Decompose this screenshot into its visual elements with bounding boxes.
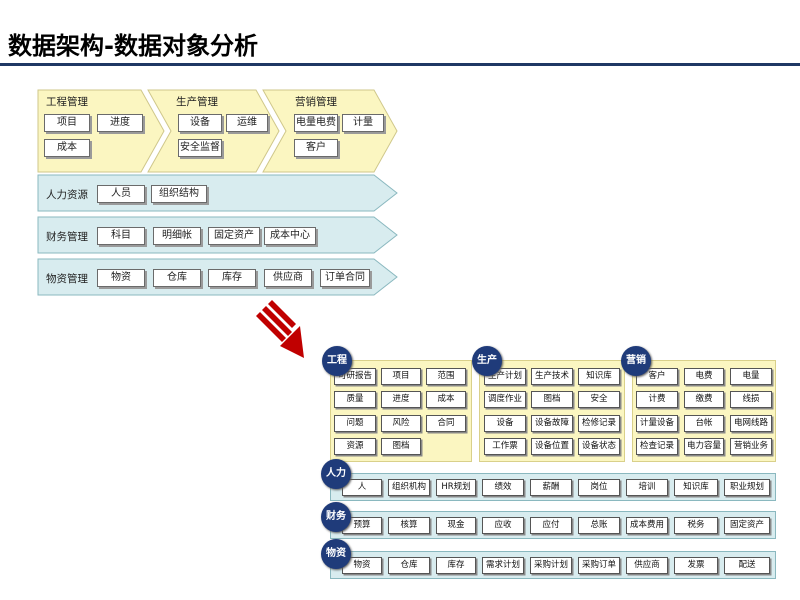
band-hr <box>37 174 398 212</box>
object-box: 设备位置 <box>531 438 573 455</box>
object-box: 调度作业 <box>484 391 526 408</box>
object-box: 应付 <box>530 517 572 534</box>
object-box: HR规划 <box>436 479 476 496</box>
group-label-materials: 物资管理 <box>46 273 88 285</box>
page-title: 数据架构-数据对象分析 <box>8 32 258 60</box>
object-box: 电费 <box>684 368 724 385</box>
object-box: 采购订单 <box>578 557 620 574</box>
object-box: 成本 <box>426 391 466 408</box>
object-box: 现金 <box>436 517 476 534</box>
object-box: 设备 <box>178 114 222 132</box>
object-box: 成本 <box>44 139 90 157</box>
object-box: 图档 <box>381 438 421 455</box>
object-box: 核算 <box>388 517 430 534</box>
category-badge-hr: 人力 <box>321 459 351 489</box>
object-box: 采购计划 <box>530 557 572 574</box>
group-label-production: 生产管理 <box>176 96 218 108</box>
category-badge-materials: 物资 <box>321 539 351 569</box>
object-box: 计量设备 <box>636 415 678 432</box>
object-box: 设备 <box>484 415 526 432</box>
object-box: 项目 <box>44 114 90 132</box>
object-box: 电网线路 <box>730 415 772 432</box>
object-box: 税务 <box>674 517 718 534</box>
title-rule <box>0 63 800 66</box>
object-box: 物资 <box>97 269 145 287</box>
category-badge-marketing: 营销 <box>621 346 651 376</box>
group-label-marketing: 营销管理 <box>295 96 337 108</box>
object-box: 计费 <box>636 391 678 408</box>
object-box: 运维 <box>226 114 268 132</box>
object-box: 人员 <box>97 185 145 203</box>
category-badge-production: 生产 <box>472 346 502 376</box>
object-box: 风险 <box>381 415 421 432</box>
object-box: 成本中心 <box>264 227 316 245</box>
object-box: 线损 <box>730 391 772 408</box>
object-box: 绩效 <box>482 479 524 496</box>
object-box: 工作票 <box>484 438 526 455</box>
object-box: 培训 <box>626 479 668 496</box>
object-box: 问题 <box>334 415 376 432</box>
object-box: 知识库 <box>578 368 620 385</box>
object-box: 应收 <box>482 517 524 534</box>
object-box: 供应商 <box>626 557 668 574</box>
object-box: 固定资产 <box>724 517 770 534</box>
object-box: 发票 <box>674 557 718 574</box>
category-badge-finance: 财务 <box>321 502 351 532</box>
object-box: 图档 <box>531 391 573 408</box>
transition-arrow <box>256 300 304 358</box>
object-box: 生产技术 <box>531 368 573 385</box>
object-box: 检修记录 <box>578 415 620 432</box>
object-box: 安全 <box>578 391 620 408</box>
object-box: 质量 <box>334 391 376 408</box>
object-box: 进度 <box>381 391 421 408</box>
object-box: 库存 <box>208 269 256 287</box>
object-box: 供应商 <box>264 269 312 287</box>
object-box: 库存 <box>436 557 476 574</box>
object-box: 计量 <box>342 114 384 132</box>
category-badge-engineering: 工程 <box>322 346 352 376</box>
object-box: 仓库 <box>388 557 430 574</box>
object-box: 总账 <box>578 517 620 534</box>
object-box: 配送 <box>724 557 770 574</box>
object-box: 成本费用 <box>626 517 668 534</box>
object-box: 客户 <box>636 368 678 385</box>
object-box: 职业规划 <box>724 479 770 496</box>
object-box: 科目 <box>97 227 145 245</box>
object-box: 合同 <box>426 415 466 432</box>
object-box: 项目 <box>381 368 421 385</box>
object-box: 知识库 <box>674 479 718 496</box>
object-box: 电力容量 <box>684 438 724 455</box>
object-box: 缴费 <box>684 391 724 408</box>
object-box: 营销业务 <box>730 438 772 455</box>
object-box: 检查记录 <box>636 438 678 455</box>
object-box: 组织结构 <box>151 185 207 203</box>
group-label-engineering: 工程管理 <box>46 96 88 108</box>
object-box: 资源 <box>334 438 376 455</box>
object-box: 范围 <box>426 368 466 385</box>
object-box: 组织机构 <box>388 479 430 496</box>
object-box: 设备状态 <box>578 438 620 455</box>
object-box: 固定资产 <box>208 227 260 245</box>
object-box: 岗位 <box>578 479 620 496</box>
object-box: 客户 <box>294 139 338 157</box>
object-box: 薪酬 <box>530 479 572 496</box>
object-box: 进度 <box>97 114 143 132</box>
object-box: 电量 <box>730 368 772 385</box>
object-box: 台帐 <box>684 415 724 432</box>
group-label-finance: 财务管理 <box>46 231 88 243</box>
object-box: 设备故障 <box>531 415 573 432</box>
object-box: 订单合同 <box>320 269 370 287</box>
object-box: 仓库 <box>153 269 201 287</box>
group-label-hr: 人力资源 <box>46 189 88 201</box>
object-box: 明细帐 <box>153 227 201 245</box>
object-box: 需求计划 <box>482 557 524 574</box>
object-box: 安全监督 <box>178 139 222 157</box>
object-box: 电量电费 <box>294 114 338 132</box>
